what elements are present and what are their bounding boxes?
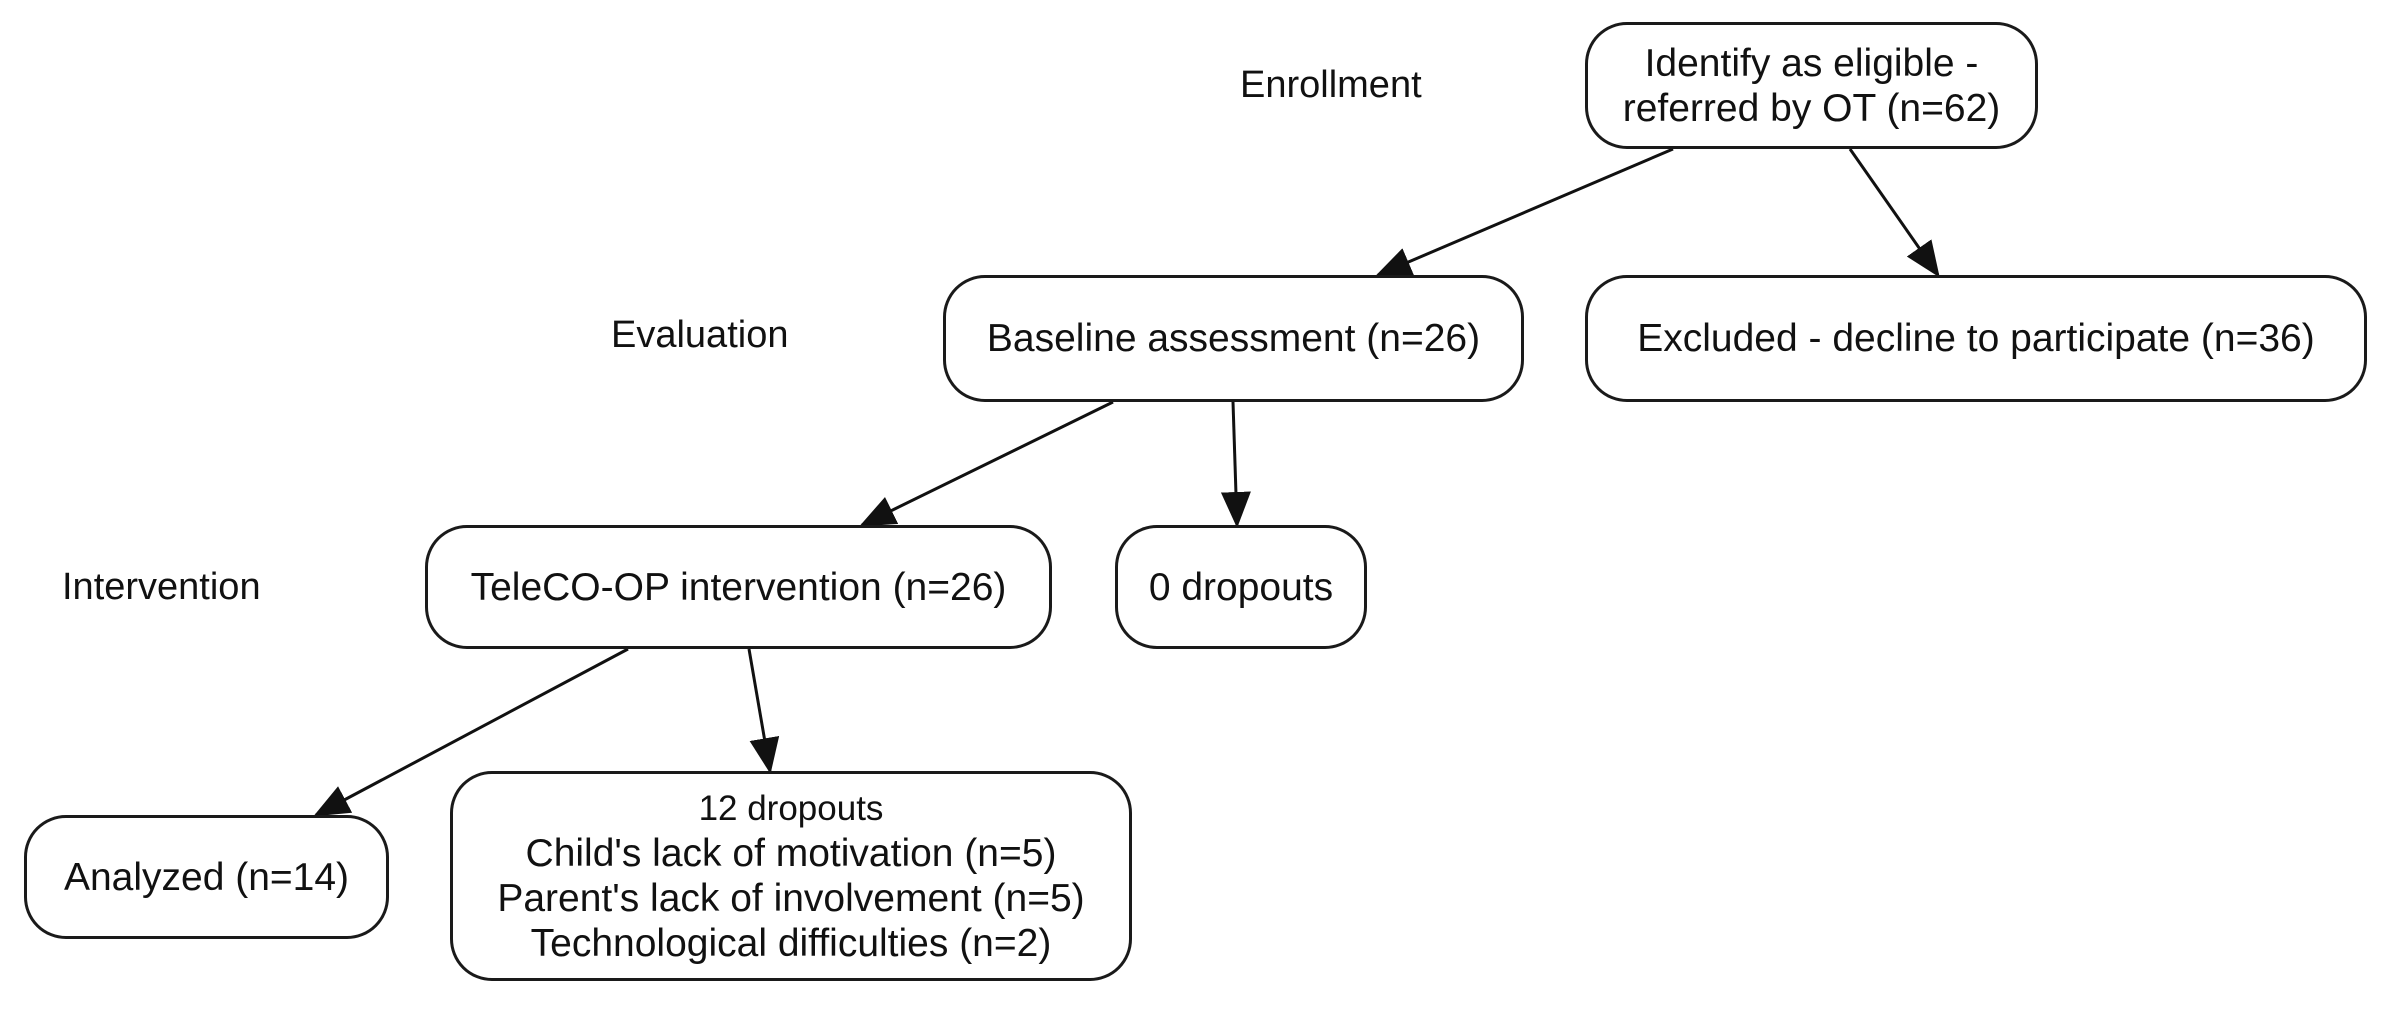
arrow-eligible-to-baseline (1375, 147, 1674, 277)
arrow-baseline-to-teleco (859, 400, 1114, 527)
stage-label-evaluation: Evaluation (611, 314, 789, 356)
node-analyzed: Analyzed (n=14) (24, 815, 389, 939)
arrow-eligible-to-excluded (1848, 148, 1940, 278)
node-dropouts-zero-label: 0 dropouts (1148, 565, 1334, 609)
arrow-teleco-to-dropouts-twelve (747, 648, 780, 774)
dropout-reason-item: Parent's lack of involvement (n=5) (497, 877, 1085, 920)
node-eligible-line2: referred by OT (n=62) (1622, 86, 2001, 130)
node-analyzed-label: Analyzed (n=14) (63, 855, 350, 899)
dropout-reason-item: Technological difficulties (n=2) (530, 922, 1052, 965)
node-dropouts-twelve: 12 dropouts Child's lack of motivation (… (450, 771, 1132, 981)
dropout-reason-item: Child's lack of motivation (n=5) (525, 832, 1057, 875)
node-baseline-label: Baseline assessment (n=26) (986, 317, 1481, 360)
node-excluded-label: Excluded - decline to participate (n=36) (1637, 317, 2315, 360)
arrow-baseline-to-dropouts-zero (1220, 401, 1251, 528)
node-dropouts-twelve-title: 12 dropouts (698, 789, 884, 828)
node-dropouts-zero: 0 dropouts (1115, 525, 1367, 649)
node-eligible-line1: Identify as eligible - (1644, 41, 1979, 85)
node-teleco: TeleCO-OP intervention (n=26) (425, 525, 1052, 649)
node-teleco-label: TeleCO-OP intervention (n=26) (470, 565, 1007, 609)
node-excluded: Excluded - decline to participate (n=36) (1585, 275, 2367, 402)
node-baseline: Baseline assessment (n=26) (943, 275, 1524, 402)
stage-label-enrollment: Enrollment (1240, 64, 1422, 106)
node-eligible: Identify as eligible - referred by OT (n… (1585, 22, 2038, 149)
stage-label-intervention: Intervention (62, 566, 261, 608)
arrow-teleco-to-analyzed (313, 647, 629, 817)
